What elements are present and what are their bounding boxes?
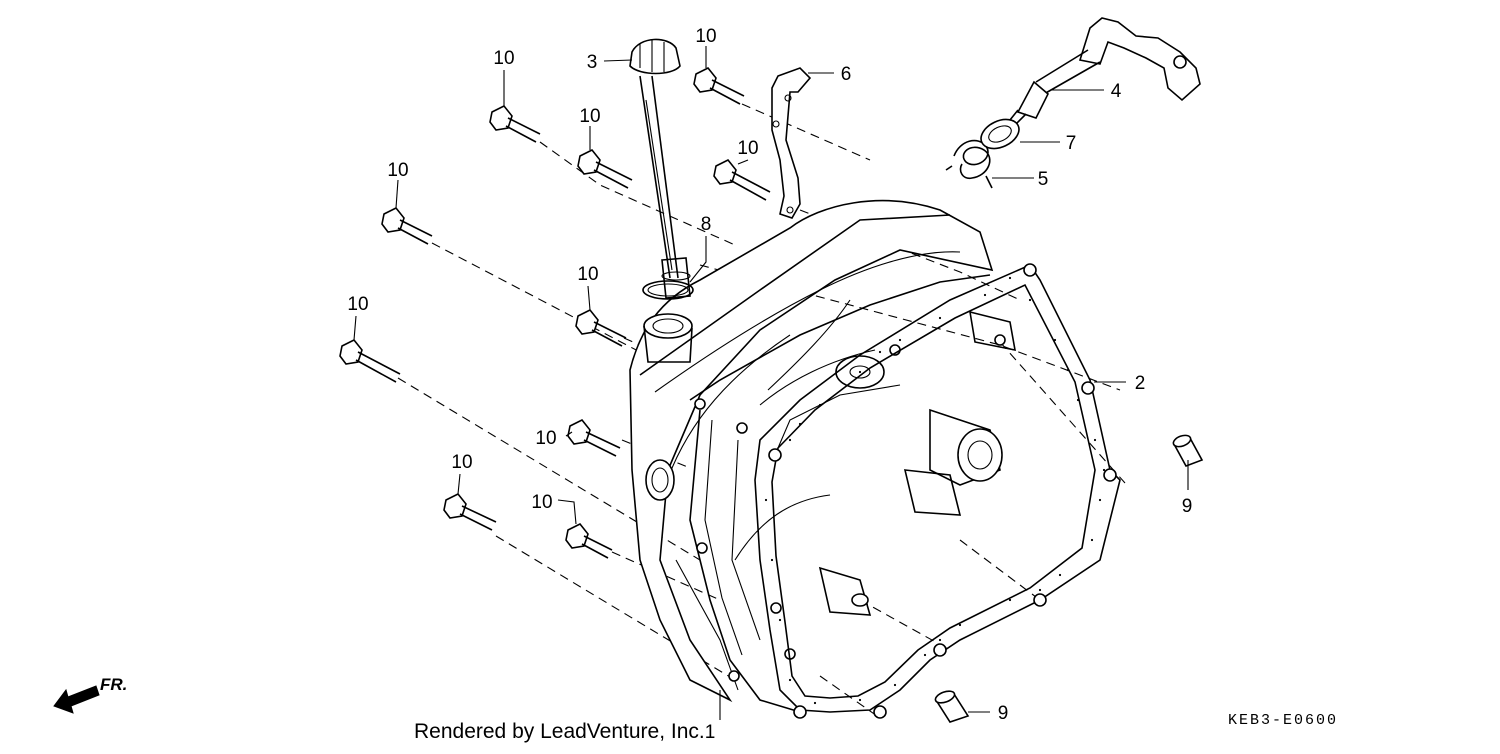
o-ring — [642, 280, 694, 300]
bolt — [443, 492, 497, 531]
callout-9: 9 — [998, 703, 1009, 724]
callout-10: 10 — [387, 160, 408, 181]
front-direction-indicator: FR. — [53, 675, 127, 714]
callout-4: 4 — [1111, 81, 1122, 102]
right-crankcase-cover — [629, 199, 1016, 713]
callout-10: 10 — [695, 26, 716, 47]
bolt — [565, 522, 613, 559]
callout-10: 10 — [579, 106, 600, 127]
leader-lines — [353, 46, 1189, 720]
bolt — [489, 104, 541, 143]
callout-8: 8 — [701, 214, 712, 235]
svg-text:Rendered by LeadVenture, Inc.1: Rendered by LeadVenture, Inc.1 — [414, 720, 715, 743]
bolt — [577, 148, 633, 189]
return-spring — [945, 139, 993, 189]
callout-3: 3 — [587, 52, 598, 73]
cable-bracket — [771, 67, 812, 219]
callout-10: 10 — [493, 48, 514, 69]
bolt — [693, 66, 745, 105]
cover-gasket — [754, 263, 1121, 719]
oil-seal — [980, 118, 1020, 150]
callout-labels: 10 10 10 10 10 10 10 10 10 10 3 6 4 7 5 … — [347, 26, 1192, 724]
bolt — [567, 418, 621, 457]
credit-line: Rendered by LeadVenture, Inc.1 — [414, 720, 715, 743]
callout-9: 9 — [1182, 496, 1193, 517]
callout-6: 6 — [841, 64, 852, 85]
diagram-code: KEB3-E0600 — [1228, 712, 1338, 729]
front-arrow-icon — [53, 685, 100, 714]
oil-level-gauge — [629, 38, 691, 299]
callout-10: 10 — [531, 492, 552, 513]
assembly-guide-lines — [397, 103, 1126, 719]
bolt — [713, 158, 771, 201]
bolt — [381, 206, 433, 245]
kick-starter-spindle — [1008, 17, 1201, 126]
callout-10: 10 — [737, 138, 758, 159]
callout-10: 10 — [451, 452, 472, 473]
gasket-speckle — [764, 276, 1106, 705]
callout-2: 2 — [1135, 373, 1146, 394]
callout-7: 7 — [1066, 133, 1077, 154]
bolt — [339, 338, 401, 383]
front-label: FR. — [100, 675, 127, 694]
callout-10: 10 — [535, 428, 556, 449]
callout-10: 10 — [347, 294, 368, 315]
credit-text: Rendered by LeadVenture, Inc. — [414, 720, 705, 743]
dowel-pin-lower — [934, 690, 970, 723]
callout-1: 1 — [705, 722, 716, 743]
callout-10: 10 — [577, 264, 598, 285]
callout-5: 5 — [1038, 169, 1049, 190]
dowel-pin-upper — [1172, 434, 1204, 467]
